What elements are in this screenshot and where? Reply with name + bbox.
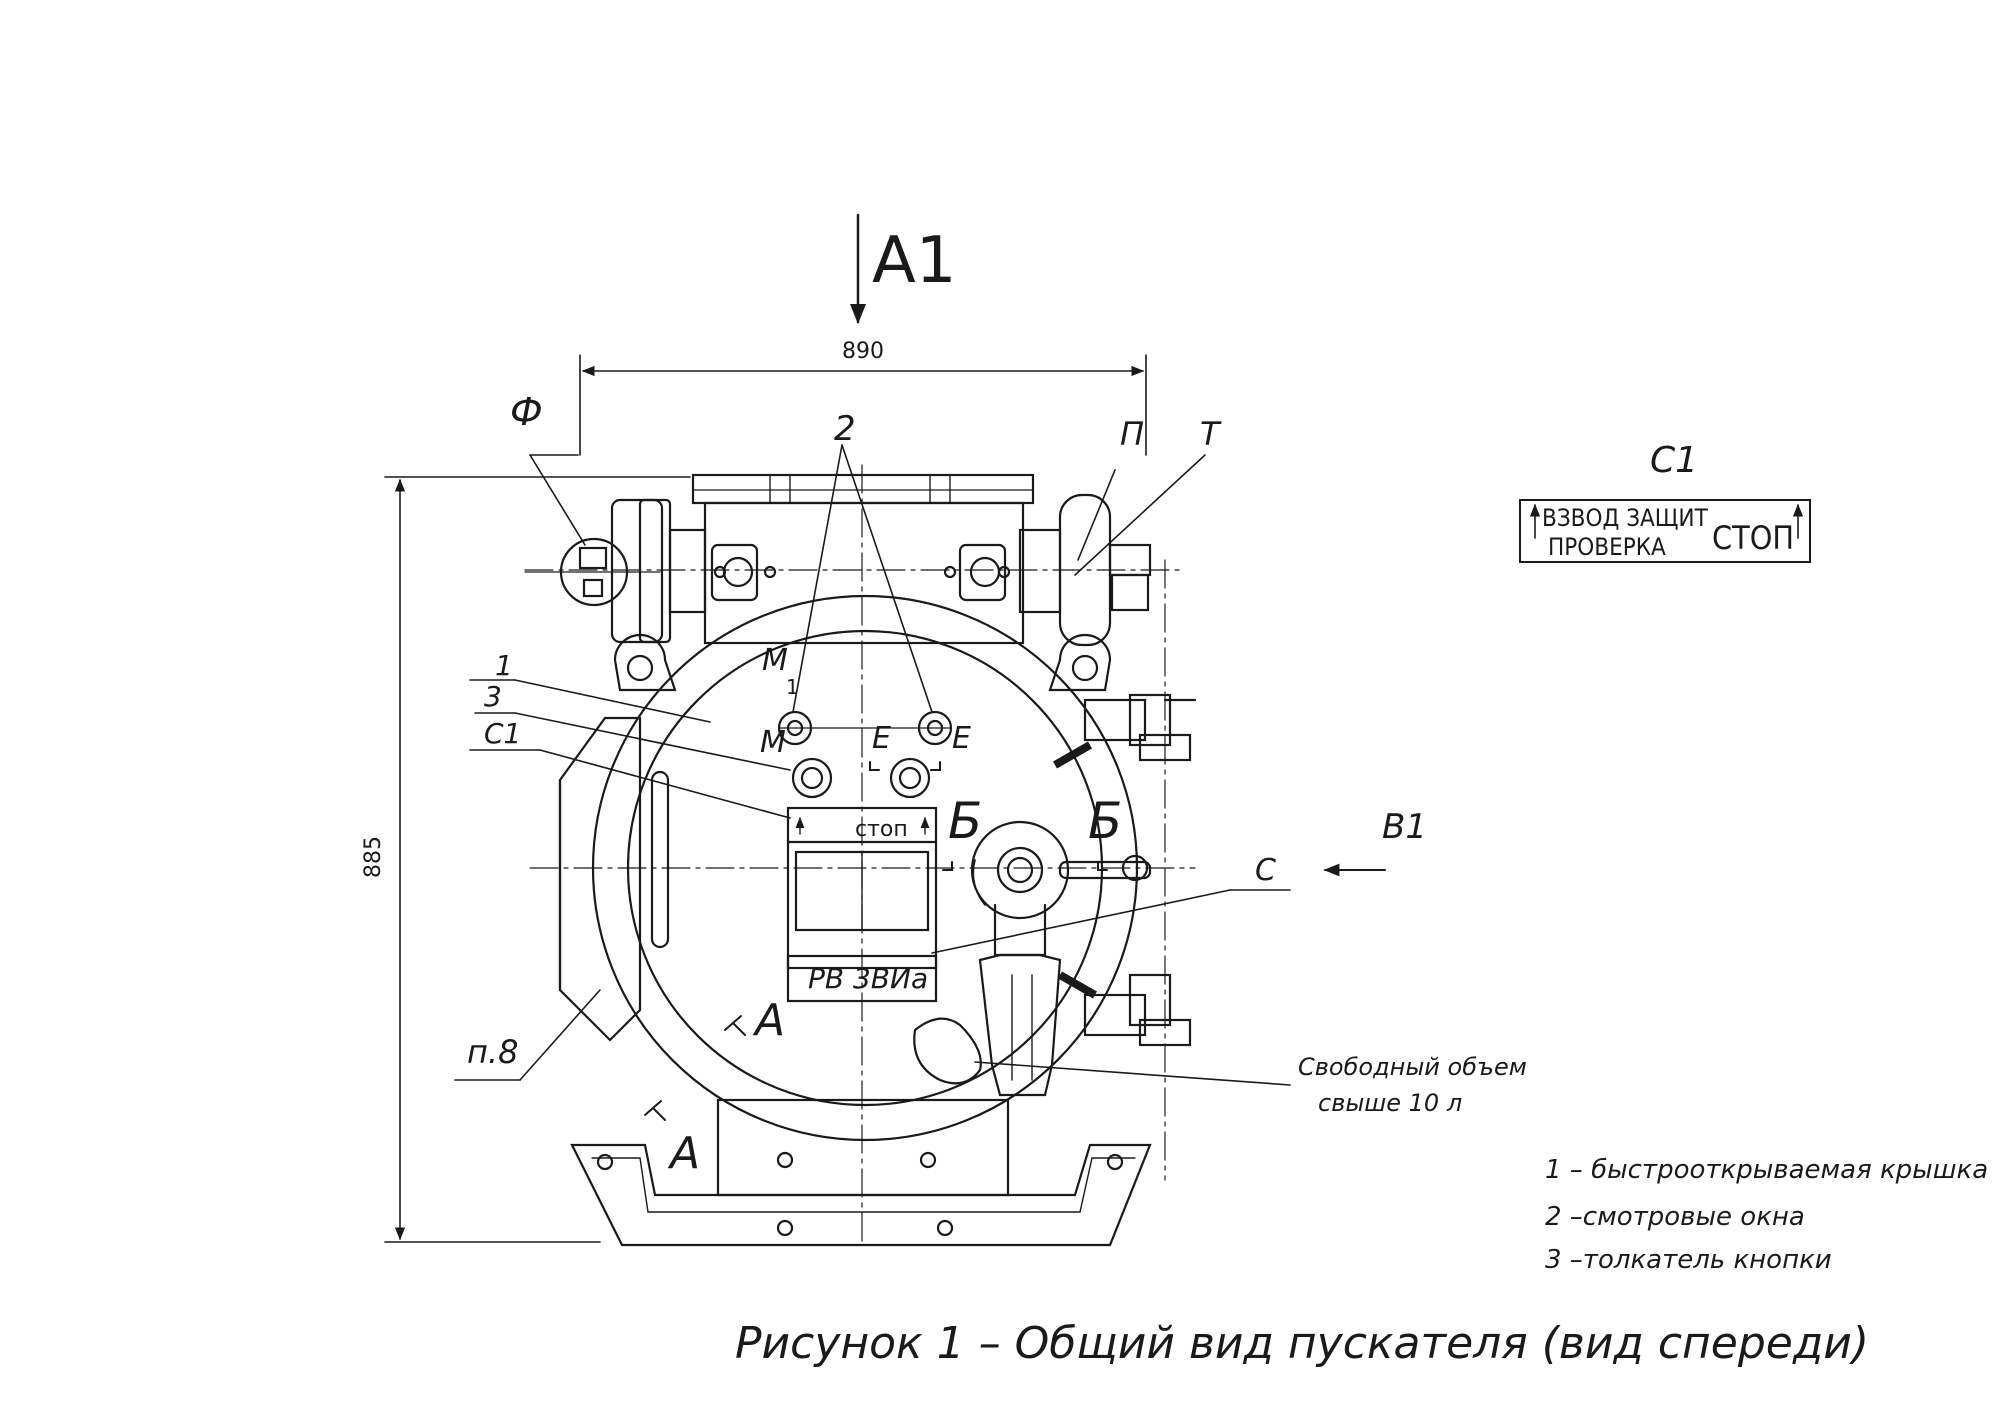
top-clamps xyxy=(710,543,1011,602)
free-volume-line2: свыше 10 л xyxy=(1318,1089,1462,1117)
c1-plate-stop: СТОП xyxy=(1712,519,1794,557)
marker-e-upper: Е xyxy=(872,721,891,756)
base-skid xyxy=(570,1098,1152,1247)
dimension-height-label: 885 xyxy=(361,836,386,878)
lid-panel xyxy=(786,806,938,1003)
callout-c1: С1 xyxy=(484,717,521,750)
legend-item-2: 2 –смотровые окна xyxy=(1545,1202,1805,1232)
c1-plate-line1: ВЗВОД ЗАЩИТ xyxy=(1542,504,1709,532)
dimension-width xyxy=(579,354,1147,456)
body-housing xyxy=(558,716,642,1042)
section-a-bottom: А xyxy=(667,1128,700,1179)
quick-open-lid xyxy=(591,594,1139,1142)
free-volume-line1: Свободный объем xyxy=(1298,1053,1527,1081)
viewing-windows xyxy=(777,710,953,799)
c1-plate xyxy=(1519,499,1811,563)
handle-mechanism xyxy=(970,820,1152,1097)
leader-lines xyxy=(454,444,1386,1086)
right-cable-entry xyxy=(1018,493,1152,647)
section-b-left: Б xyxy=(948,792,982,850)
callout-1: 1 xyxy=(495,649,513,682)
callout-2: 2 xyxy=(834,409,856,449)
panel-stop-label: стоп xyxy=(855,817,908,842)
dimension-height xyxy=(384,476,691,1243)
figure-caption: Рисунок 1 – Общий вид пускателя (вид спе… xyxy=(735,1318,1869,1369)
section-b-right: Б xyxy=(1088,792,1122,850)
marker-m-lower: М xyxy=(760,725,786,760)
callout-c: С xyxy=(1255,853,1276,888)
dimension-width-label: 890 xyxy=(842,339,884,364)
marker-e-lower: Е xyxy=(952,721,971,756)
legend-item-3: 3 –толкатель кнопки xyxy=(1545,1245,1832,1275)
top-flange xyxy=(691,473,1035,645)
callout-3: 3 xyxy=(484,680,502,713)
right-side-clamps xyxy=(1053,693,1197,1047)
section-a-markers xyxy=(644,1015,746,1121)
drawing-labels: А1 890 885 Ф 2 П Т 1 3 С1 М 1 М Е Е Б Б … xyxy=(361,224,1988,1369)
panel-rv-label: РВ 3ВИа xyxy=(808,962,928,995)
c1-plate-title: С1 xyxy=(1650,440,1698,481)
marker-m-upper: М xyxy=(762,643,788,678)
callout-t: Т xyxy=(1200,415,1222,453)
left-cable-entry xyxy=(524,498,707,644)
c1-plate-line2: ПРОВЕРКА xyxy=(1548,533,1666,561)
free-volume-mark xyxy=(913,1017,982,1085)
marker-m-upper-sub: 1 xyxy=(786,675,799,699)
view-label-b1: В1 xyxy=(1382,807,1427,847)
view-label-a1: А1 xyxy=(872,224,957,298)
legend-item-1: 1 – быстрооткрываемая крышка xyxy=(1545,1155,1988,1185)
callout-f: Ф xyxy=(510,390,543,434)
callout-p8: п.8 xyxy=(467,1033,518,1071)
mounting-lugs xyxy=(613,633,1112,692)
section-a-left: А xyxy=(752,995,785,1046)
section-markers xyxy=(869,761,1108,871)
callout-p: П xyxy=(1120,415,1144,453)
